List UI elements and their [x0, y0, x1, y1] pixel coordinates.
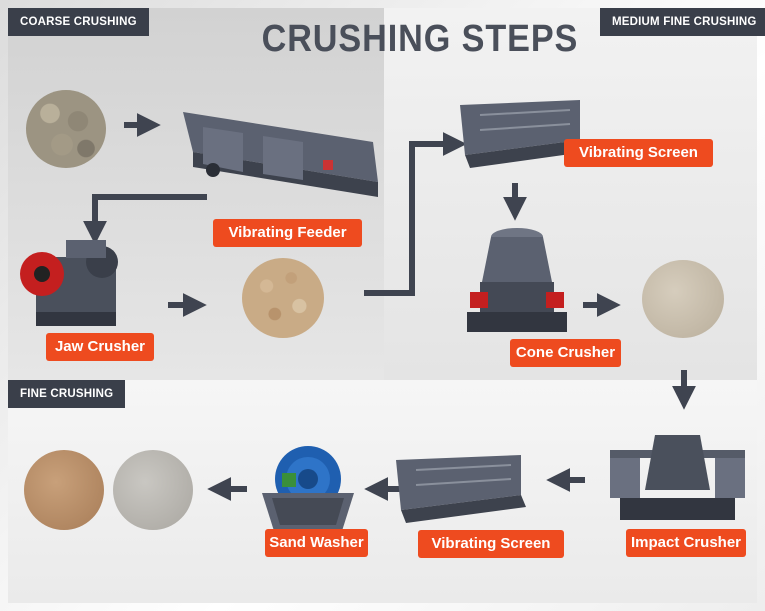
brown-sand-image	[24, 450, 104, 530]
arrow-gravel-to-screen	[364, 132, 467, 296]
label-vibrating-screen-bottom: Vibrating Screen	[418, 530, 564, 558]
raw-rocks-image	[26, 90, 106, 168]
sand-washer-machine	[262, 446, 354, 531]
vibrating-screen-bottom-machine	[396, 455, 526, 523]
label-vibrating-feeder: Vibrating Feeder	[213, 219, 362, 247]
vibrating-screen-top-machine	[460, 100, 585, 168]
section-medium-fine-crushing: MEDIUM FINE CRUSHING	[600, 8, 765, 36]
cone-crusher-machine	[467, 228, 567, 332]
fine-sand-image	[642, 260, 724, 338]
arrow-feeder-to-jaw	[83, 194, 207, 245]
label-vibrating-screen-top: Vibrating Screen	[564, 139, 713, 167]
vibrating-feeder-machine	[183, 112, 378, 197]
section-coarse-crushing: COARSE CRUSHING	[8, 8, 149, 36]
label-impact-crusher: Impact Crusher	[626, 529, 746, 557]
label-sand-washer: Sand Washer	[265, 529, 368, 557]
label-jaw-crusher: Jaw Crusher	[46, 333, 154, 361]
grey-sand-image	[113, 450, 193, 530]
crushed-gravel-image	[242, 258, 324, 338]
label-cone-crusher: Cone Crusher	[510, 339, 621, 367]
jaw-crusher-machine	[20, 240, 118, 326]
impact-crusher-machine	[610, 435, 745, 520]
section-fine-crushing: FINE CRUSHING	[8, 380, 126, 408]
